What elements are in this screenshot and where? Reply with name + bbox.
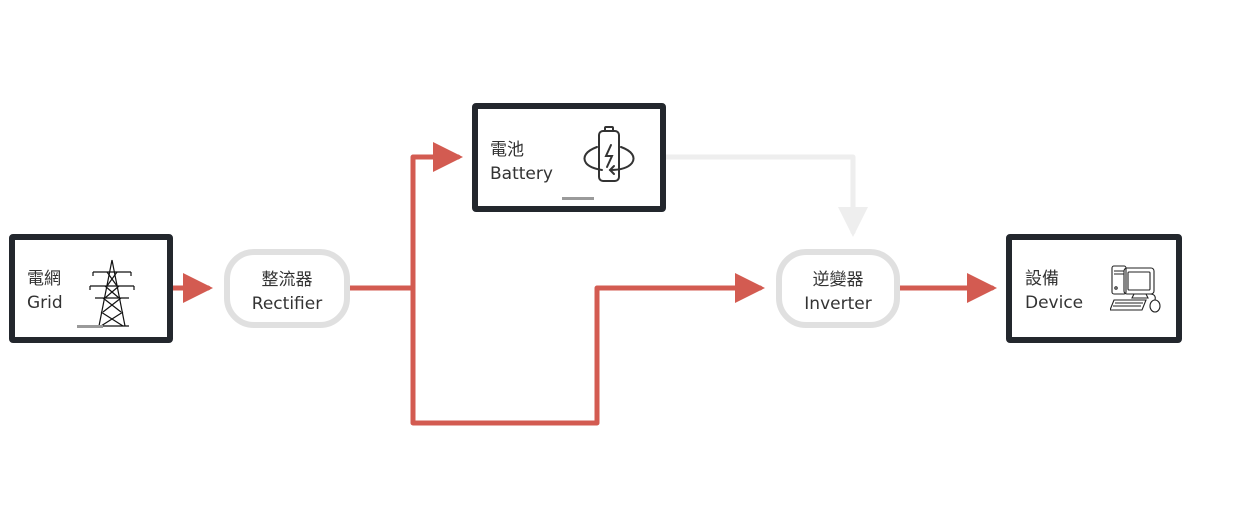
image-caption-bar: [77, 325, 103, 328]
node-rectifier-label-zh: 整流器: [261, 270, 313, 290]
image-caption-bar: [562, 197, 594, 200]
node-battery[interactable]: 電池 Battery: [472, 103, 666, 212]
node-inverter-label-en: Inverter: [804, 294, 872, 314]
node-rectifier[interactable]: 整流器 Rectifier: [224, 249, 350, 328]
node-inverter[interactable]: 逆變器 Inverter: [776, 249, 900, 328]
power-tower-icon: [89, 259, 135, 327]
node-battery-label-zh: 電池: [490, 140, 524, 160]
node-device-label-en: Device: [1025, 293, 1084, 313]
battery-charging-icon: [583, 126, 635, 182]
node-inverter-label-zh: 逆變器: [812, 270, 864, 290]
node-battery-label-en: Battery: [490, 164, 553, 184]
node-device-label-zh: 設備: [1025, 269, 1059, 289]
node-grid-label-en: Grid: [27, 293, 63, 313]
edge-battery-inverter: [663, 154, 868, 237]
desktop-computer-icon: [1110, 265, 1161, 313]
node-grid[interactable]: 電網 Grid: [9, 234, 173, 343]
edge-rectifier-battery: [347, 142, 463, 291]
node-grid-label-zh: 電網: [27, 269, 61, 289]
node-rectifier-label-en: Rectifier: [251, 294, 323, 314]
edge-rectifier-inverter: [410, 273, 765, 426]
node-device[interactable]: 設備 Device: [1006, 234, 1182, 343]
